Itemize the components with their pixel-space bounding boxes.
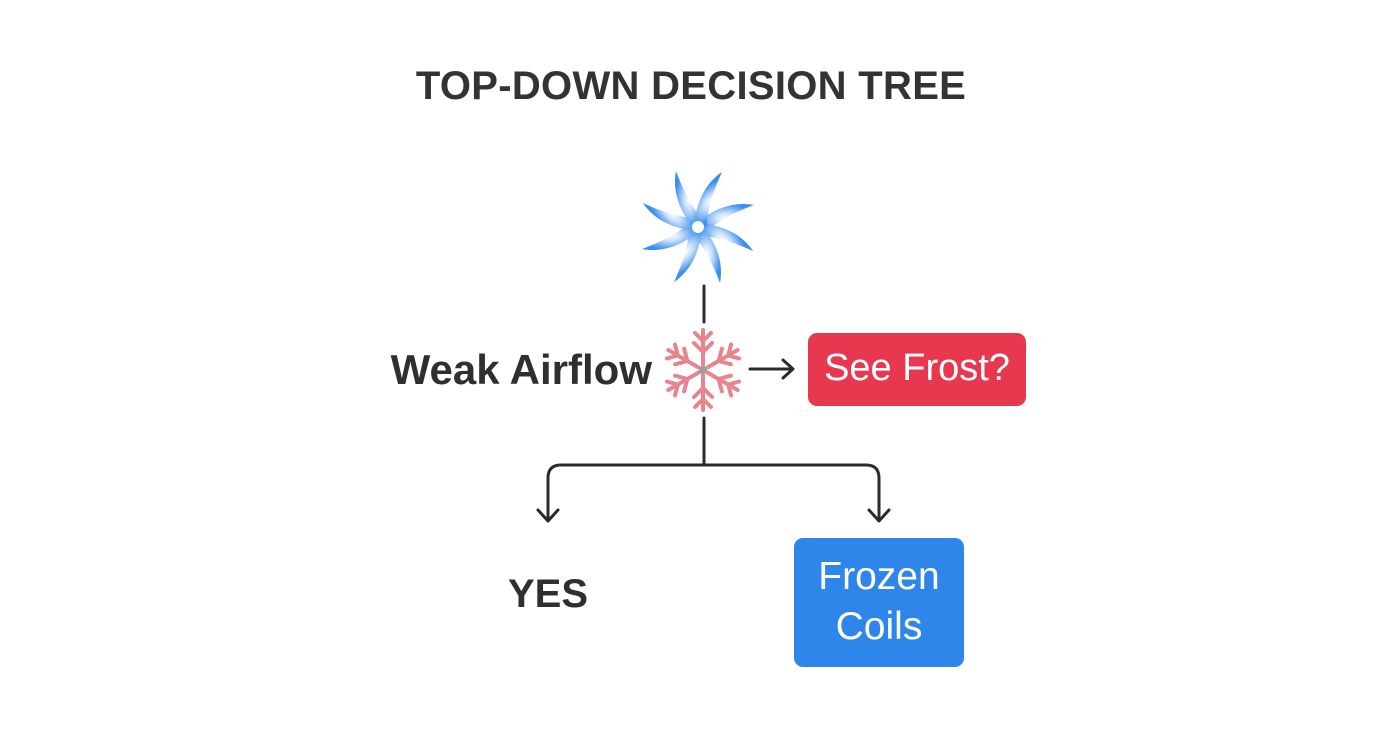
snowflake-arm (692, 373, 714, 412)
fan-blade (642, 202, 698, 230)
snowflake-arm (705, 342, 742, 370)
see-frost-box: See Frost? (808, 333, 1026, 406)
snowflake-arm (705, 370, 742, 398)
arrowhead-left (536, 508, 560, 523)
arrowhead-see-frost (781, 358, 795, 380)
fan-blade (698, 224, 754, 252)
yes-label: YES (507, 572, 589, 616)
fan-hub (692, 221, 704, 233)
snowflake-arm (664, 342, 701, 370)
see-frost-label: See Frost? (824, 347, 1010, 389)
frozen-coils-box: Frozen Coils (794, 538, 964, 667)
connector-lines (536, 284, 891, 523)
frozen-coils-line2: Coils (835, 604, 923, 648)
snowflake-center (699, 366, 707, 374)
snowflake-arm (664, 370, 701, 398)
diagram-title: TOP-DOWN DECISION TREE (415, 64, 967, 108)
fan-swirl-icon (642, 171, 754, 283)
snowflake-icon (664, 328, 742, 412)
fan-blade (695, 171, 723, 227)
fan-blade (673, 227, 701, 283)
arrowhead-right (867, 508, 891, 523)
connector-branch-left (546, 463, 706, 522)
snowflake-arm (692, 328, 714, 367)
connector-branch-right (702, 463, 881, 522)
weak-airflow-label: Weak Airflow (390, 346, 652, 393)
frozen-coils-line1: Frozen (818, 554, 940, 598)
